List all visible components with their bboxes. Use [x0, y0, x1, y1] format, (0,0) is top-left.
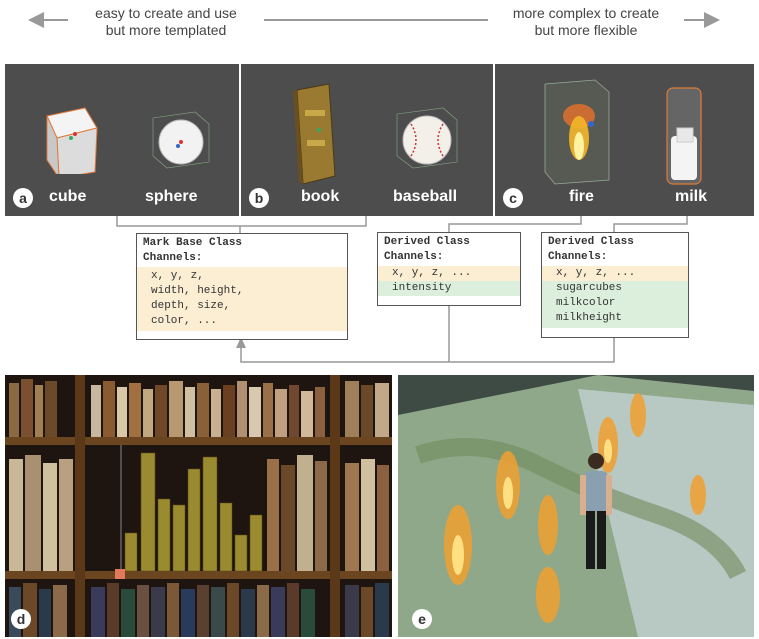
base-class-channels-heading: Channels: [143, 252, 203, 264]
sphere-icon [152, 111, 210, 169]
connector-lines [116, 216, 688, 363]
fire-own-channel: intensity [378, 281, 520, 296]
badge-e: e [412, 609, 432, 629]
label-sphere: sphere [145, 188, 198, 205]
bookshelf-photo: d [5, 375, 392, 637]
base-channel-row: color, ... [151, 315, 218, 327]
fire-class-channels-heading: Channels: [384, 251, 444, 263]
label-baseball: baseball [393, 188, 458, 205]
baseball-icon [396, 107, 458, 169]
milk-class-box: Derived Class Channels: x, y, z, ... sug… [541, 232, 689, 338]
label-cube: cube [49, 188, 87, 205]
label-milk: milk [675, 188, 708, 205]
base-channel-row: width, height, [151, 285, 244, 297]
milk-inherited-channels: x, y, z, ... [542, 266, 688, 281]
milk-own-channel: sugarcubes [556, 282, 623, 294]
left-caption: easy to create and use but more template… [68, 5, 264, 41]
milk-class-title: Derived Class [548, 236, 634, 248]
fire-inherited-channels: x, y, z, ... [378, 266, 520, 281]
badge-c: c [503, 188, 523, 208]
milk-glass-icon [666, 87, 702, 185]
badge-b: b [249, 188, 269, 208]
milk-own-channel: milkcolor [556, 297, 616, 309]
base-channel-row: x, y, z, [151, 270, 204, 282]
milk-own-channel: milkheight [556, 312, 623, 324]
base-channel-row: depth, size, [151, 300, 231, 312]
vr-fire-map-illustration [398, 375, 754, 637]
panel-b: b book baseball [241, 64, 493, 216]
label-fire: fire [569, 188, 594, 205]
right-caption: more complex to create but more flexible [488, 5, 684, 41]
milk-class-channels-heading: Channels: [548, 251, 608, 263]
base-class-title: Mark Base Class [143, 237, 243, 249]
cube-icon [46, 107, 98, 174]
panel-a: a cube sphere [5, 64, 239, 216]
book-icon [293, 83, 336, 185]
fire-icon [544, 79, 610, 185]
panel-c: c fire milk [495, 64, 754, 216]
base-class-box: Mark Base Class Channels: x, y, z, width… [136, 233, 348, 340]
fire-class-title: Derived Class [384, 236, 470, 248]
bookshelf-illustration [5, 375, 392, 637]
fire-class-box: Derived Class Channels: x, y, z, ... int… [377, 232, 521, 306]
badge-a: a [13, 188, 33, 208]
label-book: book [301, 188, 340, 205]
vr-fire-map-photo: e [398, 375, 754, 637]
badge-d: d [11, 609, 31, 629]
